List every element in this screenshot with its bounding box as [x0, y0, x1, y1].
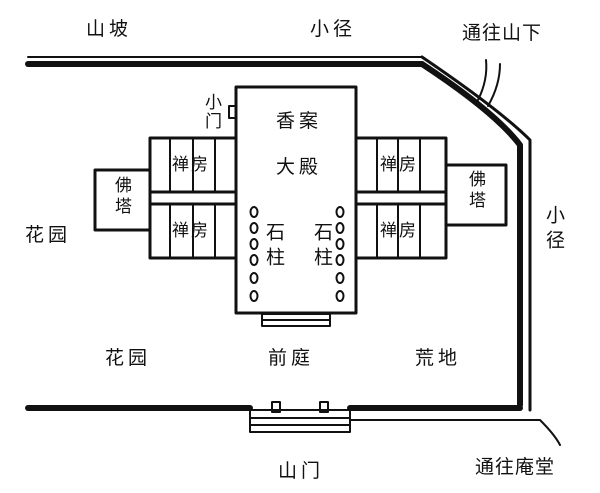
- front-steps: [261, 313, 331, 327]
- label-front-courtyard: 前庭: [268, 347, 315, 369]
- south-wall-inner: [349, 419, 561, 446]
- label-to-nunnery: 通往庵堂: [475, 456, 556, 478]
- stone-pillars: [249, 206, 345, 302]
- gate-steps: [249, 409, 351, 433]
- label-path-top: 小径: [310, 18, 357, 40]
- east-corner-wall-thick: [419, 61, 523, 408]
- label-pagoda-west: 佛塔: [111, 176, 131, 218]
- label-mountain-gate: 山门: [278, 460, 325, 482]
- label-meditation-room-ne: 禅房: [380, 155, 418, 175]
- right-pagoda-block: [444, 163, 508, 227]
- label-meditation-room-se: 禅房: [380, 221, 418, 241]
- right-lower-wing: [354, 202, 448, 260]
- gate-pillar-right: [319, 401, 329, 413]
- left-wing-partitions: [169, 137, 216, 259]
- label-garden-front: 花园: [105, 347, 152, 369]
- label-path-right: 小径: [543, 205, 565, 255]
- label-stone-pillar-left: 石柱: [263, 222, 285, 272]
- label-stone-pillar-right: 石柱: [311, 222, 333, 272]
- trail-up: [477, 59, 488, 101]
- label-garden-west: 花园: [25, 224, 72, 246]
- label-meditation-room-nw: 禅房: [172, 155, 210, 175]
- label-incense-table: 香案: [276, 110, 323, 132]
- gate-pillar-left: [271, 401, 281, 413]
- label-pagoda-east: 佛塔: [465, 170, 485, 212]
- right-wing-partitions: [376, 137, 421, 259]
- left-pagoda-block: [93, 168, 152, 232]
- side-gate-door: [228, 105, 237, 119]
- label-shanpo: 山坡: [86, 18, 133, 40]
- label-side-gate: 小门: [201, 93, 221, 131]
- label-to-mountain-foot: 通往山下: [462, 22, 543, 44]
- label-meditation-room-sw: 禅房: [172, 221, 210, 241]
- trail-up-2: [487, 63, 501, 107]
- east-corner-wall: [420, 55, 532, 412]
- label-main-hall: 大殿: [276, 156, 323, 178]
- label-wasteland: 荒地: [415, 347, 462, 369]
